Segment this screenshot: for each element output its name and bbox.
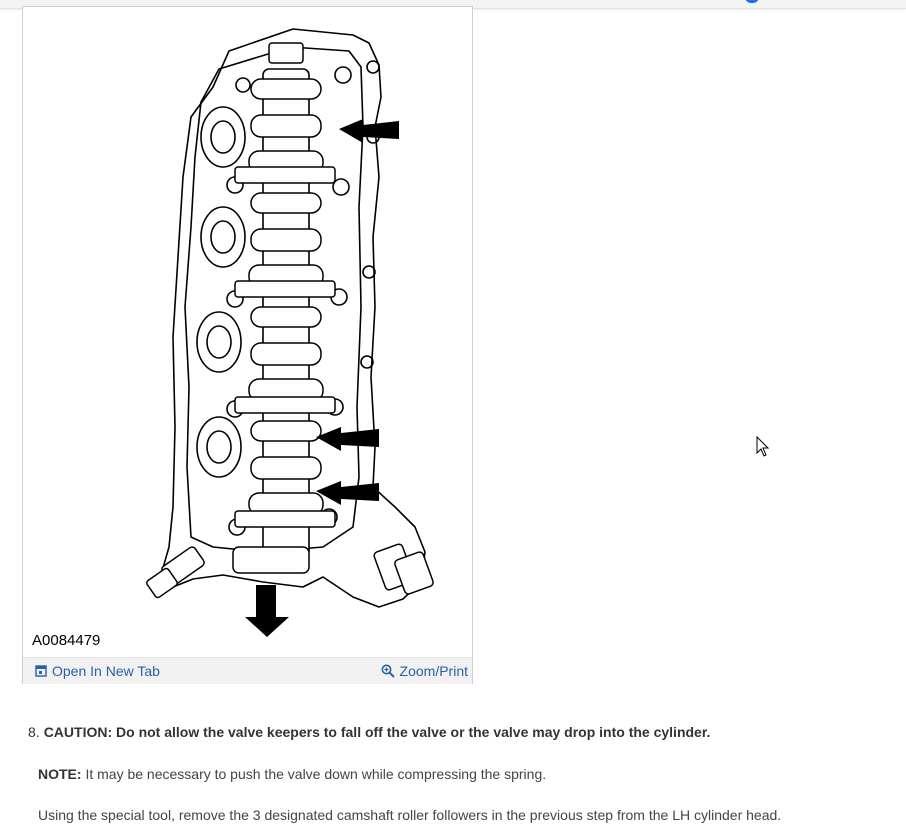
zoom-print-link[interactable]: Zoom/Print [381, 663, 468, 679]
cylinder-head-diagram[interactable] [23, 7, 472, 657]
figure-card: A0084479 Open In New Tab Zoom/Print [22, 6, 473, 684]
note-text: It may be necessary to push the valve do… [81, 766, 547, 782]
figure-footer: Open In New Tab Zoom/Print [23, 657, 472, 684]
step-note: NOTE: It may be necessary to push the va… [38, 766, 546, 782]
step-caution: 8.CAUTION: Do not allow the valve keeper… [28, 724, 888, 740]
accent-indicator [745, 0, 759, 3]
open-in-new-tab-link[interactable]: Open In New Tab [35, 663, 160, 679]
open-new-tab-icon [35, 665, 47, 677]
step-number: 8. [28, 724, 40, 740]
note-label: NOTE: [38, 766, 82, 782]
zoom-print-label: Zoom/Print [399, 663, 468, 679]
zoom-magnifier-icon [381, 664, 395, 678]
figure-id-label: A0084479 [32, 632, 101, 649]
open-in-new-tab-label: Open In New Tab [52, 663, 160, 679]
step-instruction: Using the special tool, remove the 3 des… [38, 807, 782, 823]
mouse-cursor-icon [756, 436, 770, 457]
caution-text: CAUTION: Do not allow the valve keepers … [43, 724, 711, 740]
